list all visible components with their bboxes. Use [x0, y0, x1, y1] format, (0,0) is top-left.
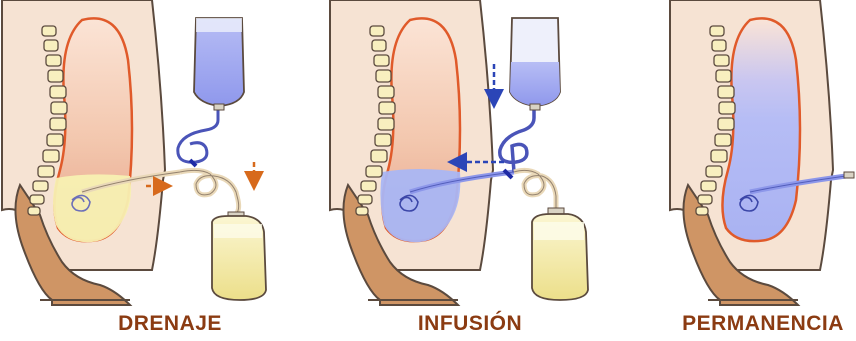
infusion-bag-icon: [194, 18, 244, 110]
caption-drenaje: DRENAJE: [95, 312, 245, 338]
caption-infusion: INFUSIÓN: [385, 312, 555, 338]
drain-bag-icon: [212, 212, 266, 300]
panel-drenaje: [2, 0, 266, 305]
panel-permanencia: [670, 0, 854, 305]
caption-permanencia: PERMANENCIA: [670, 312, 856, 338]
infusion-bag-icon: [510, 18, 560, 110]
drain-bag-icon: [532, 208, 588, 300]
peritoneal-cavity: [722, 18, 800, 241]
panel-infusion: [330, 0, 588, 305]
